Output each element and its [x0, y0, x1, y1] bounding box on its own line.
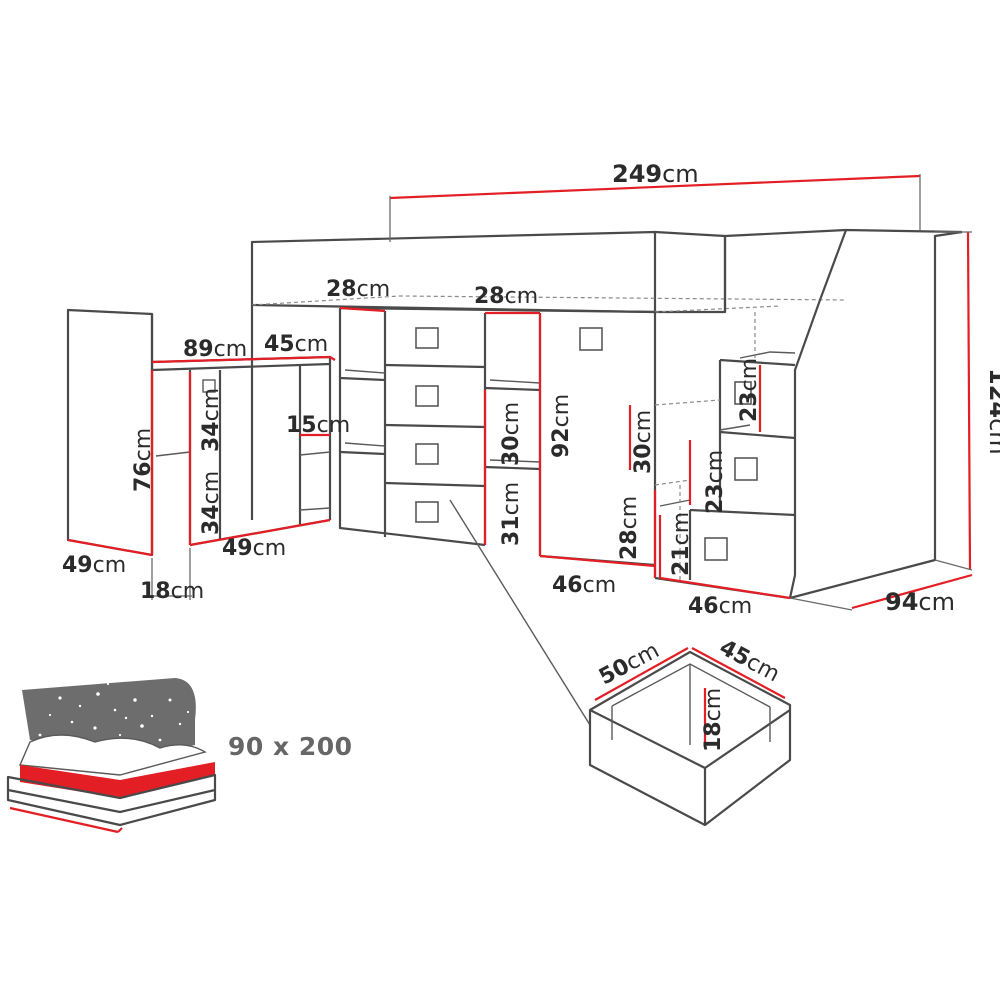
shelf-width-1-label: 28cm — [326, 277, 390, 302]
mattress-size-label: 90 x 200 — [228, 732, 353, 761]
desk-leg-height-label: 76cm — [131, 428, 156, 492]
shelf-upper-label: 30cm — [499, 402, 524, 466]
desk-length-label: 89cm — [183, 337, 247, 362]
stars-icon — [38, 682, 190, 742]
stair-opening-upper-label: 30cm — [631, 410, 656, 474]
desk-leg-width-label: 18cm — [140, 579, 204, 604]
desk-lower-space-label: 34cm — [199, 471, 224, 535]
desk-shelf-gap-label: 15cm — [286, 413, 350, 438]
desk-depth-label: 45cm — [264, 332, 328, 357]
step-2-label: 23cm — [703, 450, 728, 514]
bed-icon — [6, 678, 217, 834]
shelf-lower-label: 31cm — [499, 482, 524, 546]
step-handle-icon — [734, 381, 752, 405]
height-label: 124cm — [984, 368, 1000, 455]
drawer-handle-icon — [415, 327, 439, 349]
desk-leg-depth-label: 49cm — [62, 553, 126, 578]
step-1-label: 23cm — [737, 358, 762, 422]
total-length-label: 249cm — [612, 160, 699, 188]
step-handle-icon — [704, 537, 728, 561]
door-handle-icon — [579, 327, 603, 351]
drawer-handle-icon — [415, 501, 439, 523]
drawer-width-label: 50cm — [595, 638, 663, 690]
desk-cabinet-depth-label: 49cm — [222, 536, 286, 561]
desk-upper-space-label: 34cm — [199, 388, 224, 452]
step-3-label: 21cm — [669, 512, 694, 576]
stair-opening-lower-label: 28cm — [617, 496, 642, 560]
drawer-handle-icon — [415, 443, 439, 465]
dimension-lines — [67, 174, 973, 726]
drawer-height-label: 18cm — [701, 688, 726, 752]
depth-label: 94cm — [885, 588, 955, 616]
drawer-handle-icon — [415, 385, 439, 407]
wardrobe-height-label: 92cm — [549, 394, 574, 458]
step-handle-icon — [734, 457, 758, 481]
shelf-width-2-label: 28cm — [474, 284, 538, 309]
wardrobe-depth-label: 46cm — [552, 573, 616, 598]
stair-module-depth-label: 46cm — [688, 594, 752, 619]
drawer-icon — [588, 647, 792, 827]
dim-labels: 249cm 124cm 94cm 28cm 28cm 89cm 45cm 76c… — [62, 160, 1000, 752]
red-measure-lines — [150, 306, 762, 578]
handle-icons — [415, 327, 758, 561]
